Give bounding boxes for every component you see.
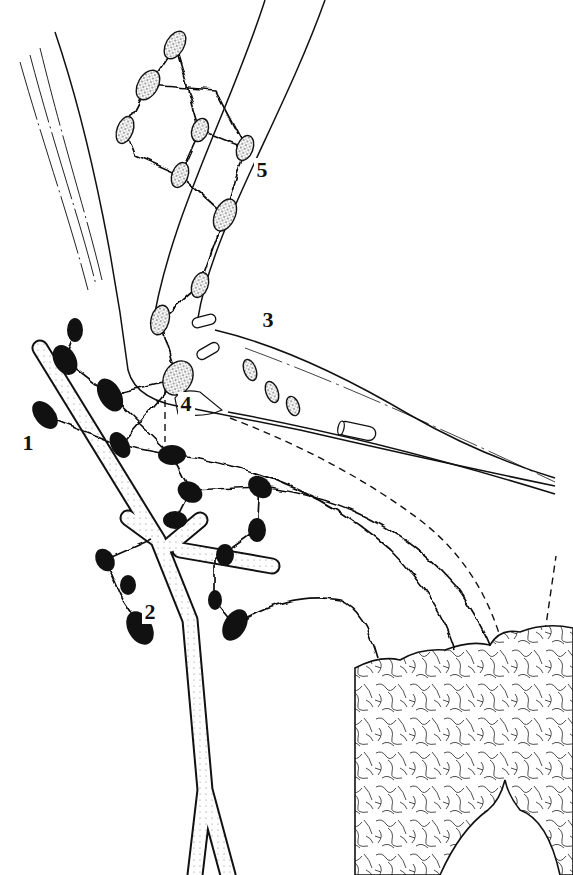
callout-number: 3 xyxy=(260,308,277,332)
callout-number: 2 xyxy=(142,600,159,624)
callout-number: 1 xyxy=(20,431,37,455)
callout-number: 4 xyxy=(178,392,195,416)
callout-number: 5 xyxy=(254,158,271,182)
